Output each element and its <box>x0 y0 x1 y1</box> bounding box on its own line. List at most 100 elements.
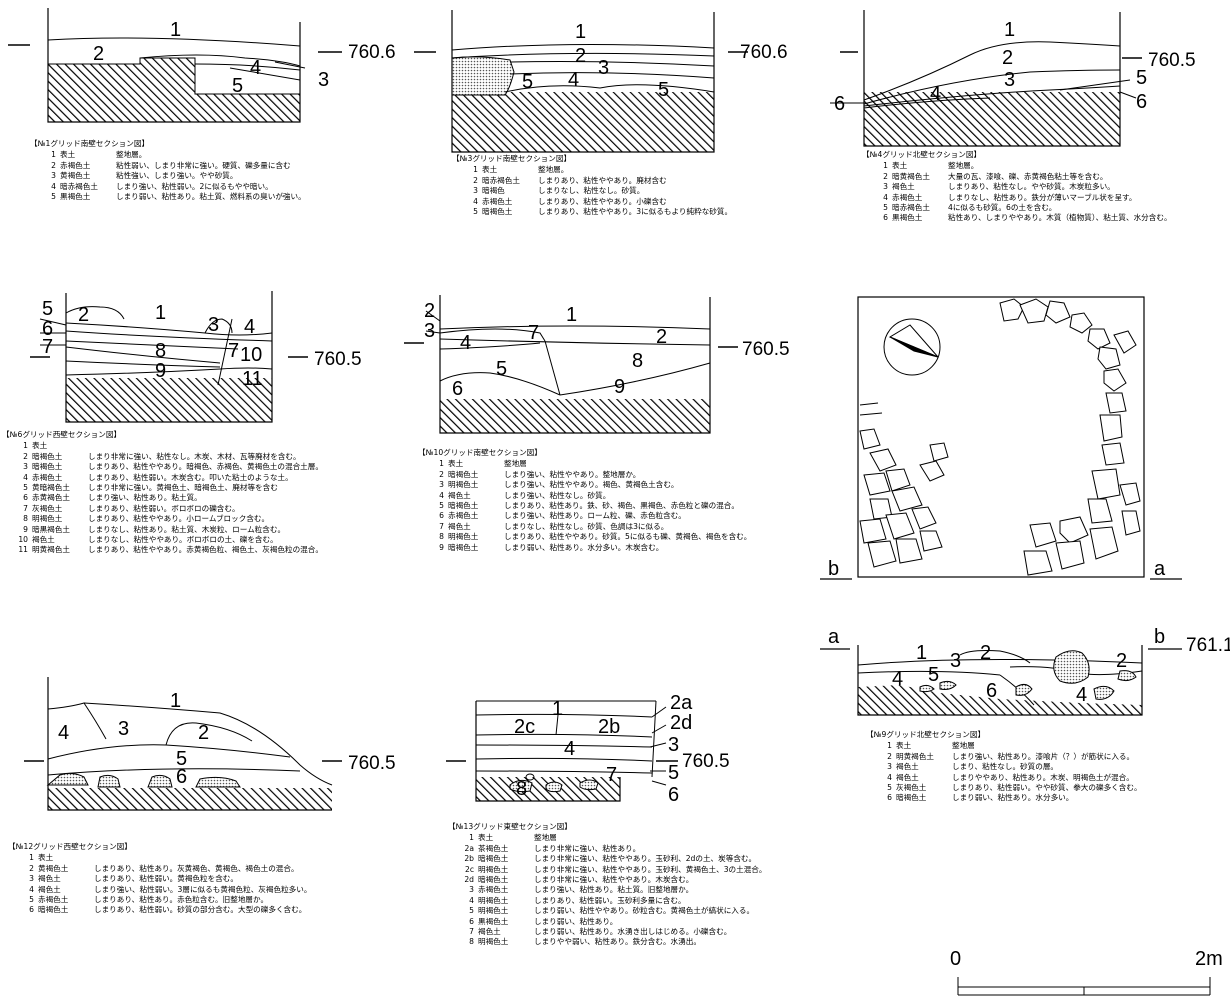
layer-number: 1 <box>51 150 56 160</box>
soil-name: 暗赤褐色土 <box>892 203 930 213</box>
layer-number: 4 <box>930 83 941 105</box>
soil-description: 粘性弱い、しまり非常に強い。硬質、礫多量に含む <box>116 160 291 170</box>
layer-number: 3 <box>318 69 329 91</box>
legend-title: 【№3グリッド南壁セクション図】 <box>452 154 572 163</box>
layer-number: 2d <box>464 875 474 885</box>
soil-description: しまり非常に強い、粘性ややあり。木炭含む。 <box>534 875 694 885</box>
layer-number: 8 <box>155 340 166 362</box>
layer-number: 4 <box>51 181 56 191</box>
north-arrow-icon <box>883 318 941 376</box>
soil-name: 表土 <box>38 853 54 863</box>
layer-number: 1 <box>23 441 28 451</box>
layer-number: 2 <box>23 451 28 461</box>
soil-description: しまりあり、粘性ややあり。砂質。5に似るも礫、黄褐色、褐色を含む。 <box>504 532 752 542</box>
soil-name: 暗黒褐色土 <box>32 524 70 534</box>
soil-description: しまり非常に強い。黄褐色土、暗褐色土、廃材等を含む <box>88 483 278 493</box>
soil-description: しまりあり、粘性あり。灰黄褐色、黄褐色、褐色土の混合。 <box>94 863 299 873</box>
soil-name: 暗褐色土 <box>448 542 479 552</box>
layer-number: 4 <box>564 738 575 760</box>
layer-number: 2 <box>93 43 104 65</box>
soil-name: 暗黄褐色土 <box>892 171 930 181</box>
layer-number: 2b <box>598 716 620 738</box>
soil-name: 褐色土 <box>38 884 61 894</box>
layer-number: 6 <box>883 213 888 223</box>
plan-label-b: b <box>828 558 839 580</box>
soil-name: 茶褐色土 <box>478 843 509 853</box>
layer-number: 6 <box>834 93 845 115</box>
section-no4: 1 2 3 4 5 6 6 760.5 <box>830 0 1230 150</box>
soil-name: 黄暗褐色土 <box>32 483 70 493</box>
layer-number: 6 <box>1136 91 1147 113</box>
layer-number: 5 <box>176 748 187 770</box>
plan-no9: b a <box>820 285 1230 585</box>
layer-number: 5 <box>469 906 474 916</box>
soil-description: 整地層。 <box>948 161 979 171</box>
layer-number: 8 <box>439 532 444 542</box>
soil-description: 整地層 <box>952 741 975 751</box>
layer-number: 3 <box>950 650 961 672</box>
layer-number: 1 <box>916 642 927 664</box>
layer-number: 7 <box>528 322 539 344</box>
soil-description: しまりなし、粘性なし。砂質。 <box>538 186 645 196</box>
layer-number: 1 <box>29 853 34 863</box>
legend-title: 【№6グリッド西壁セクション図】 <box>2 430 122 439</box>
soil-name: 暗赤褐色土 <box>482 175 520 185</box>
soil-description: しまりあり、粘性弱い。玉砂利多量に含む。 <box>534 895 686 905</box>
elevation-label: 760.6 <box>348 42 396 63</box>
soil-description: しまり非常に強い、粘性ややあり。玉砂利、2dの土、炭等含む。 <box>534 854 757 864</box>
soil-name: 暗褐色土 <box>38 905 69 915</box>
soil-name: 褐色土 <box>478 927 501 937</box>
soil-name: 赤褐色土 <box>482 196 513 206</box>
layer-number: 4 <box>29 884 34 894</box>
layer-number: 7 <box>23 503 28 513</box>
bedrock-hatch <box>440 399 710 433</box>
layer-number: 2b <box>464 854 474 864</box>
soil-name: 黒褐色土 <box>892 213 923 223</box>
soil-name: 赤褐色土 <box>892 192 923 202</box>
layer-number: 3 <box>424 320 435 342</box>
soil-description: 整地層 <box>504 459 527 469</box>
soil-name: 表土 <box>478 833 494 843</box>
layer-number: 6 <box>29 905 34 915</box>
layer-number: 8 <box>516 778 527 800</box>
elevation-label: 760.5 <box>742 339 790 360</box>
soil-description: しまり強い、粘性弱い。2に似るもやや暗い。 <box>116 181 273 191</box>
layer-number: 1 <box>883 161 888 171</box>
layer-number: 4 <box>23 472 28 482</box>
layer-number: 2c <box>514 716 535 738</box>
bedrock-hatch <box>864 92 1120 146</box>
layer-number: 5 <box>658 79 669 101</box>
soil-name: 暗褐色土 <box>482 207 513 217</box>
legend-title: 【№4グリッド北壁セクション図】 <box>862 150 982 159</box>
scale-end-label: 2m <box>1195 948 1223 970</box>
soil-description: 整地層。 <box>538 165 569 175</box>
layer-number: 1 <box>1004 19 1015 41</box>
layer-number: 1 <box>566 304 577 326</box>
elevation-label: 760.5 <box>682 751 730 772</box>
soil-description: しまりあり、粘性ややあり。小礫含む <box>538 196 667 206</box>
soil-name: 赤黄褐色土 <box>32 493 70 503</box>
layer-number: 2a <box>464 843 475 853</box>
layer-number: 4 <box>469 895 474 905</box>
soil-description: しまりやや弱い、粘性あり。鉄分含む。水湧出。 <box>534 937 701 947</box>
soil-name: 黒褐色土 <box>478 916 509 926</box>
soil-name: 褐色土 <box>896 772 919 782</box>
